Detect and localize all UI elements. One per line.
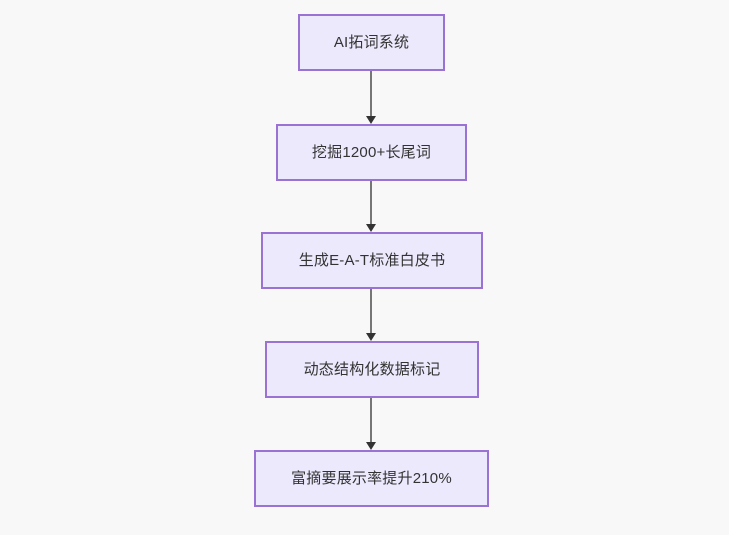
flow-node-label: 挖掘1200+长尾词 — [311, 143, 432, 161]
flow-node-label: 动态结构化数据标记 — [303, 360, 441, 378]
flow-edge-4-5 — [370, 398, 372, 442]
flow-edge-2-3 — [370, 181, 372, 224]
flow-node-label: 生成E-A-T标准白皮书 — [298, 251, 446, 269]
flow-arrowhead-4-5 — [366, 442, 376, 450]
flow-node-label: AI拓词系统 — [333, 33, 410, 51]
flow-arrowhead-2-3 — [366, 224, 376, 232]
flow-node-longtail-keywords[interactable]: 挖掘1200+长尾词 — [276, 124, 467, 181]
flow-arrowhead-1-2 — [366, 116, 376, 124]
flow-node-eat-whitepaper[interactable]: 生成E-A-T标准白皮书 — [261, 232, 483, 289]
flow-arrowhead-3-4 — [366, 333, 376, 341]
flow-edge-3-4 — [370, 289, 372, 333]
flow-node-rich-snippet-result[interactable]: 富摘要展示率提升210% — [254, 450, 489, 507]
flow-node-ai-keyword-system[interactable]: AI拓词系统 — [298, 14, 445, 71]
flow-node-structured-data-markup[interactable]: 动态结构化数据标记 — [265, 341, 479, 398]
flow-edge-1-2 — [370, 71, 372, 116]
flow-node-label: 富摘要展示率提升210% — [291, 469, 452, 487]
